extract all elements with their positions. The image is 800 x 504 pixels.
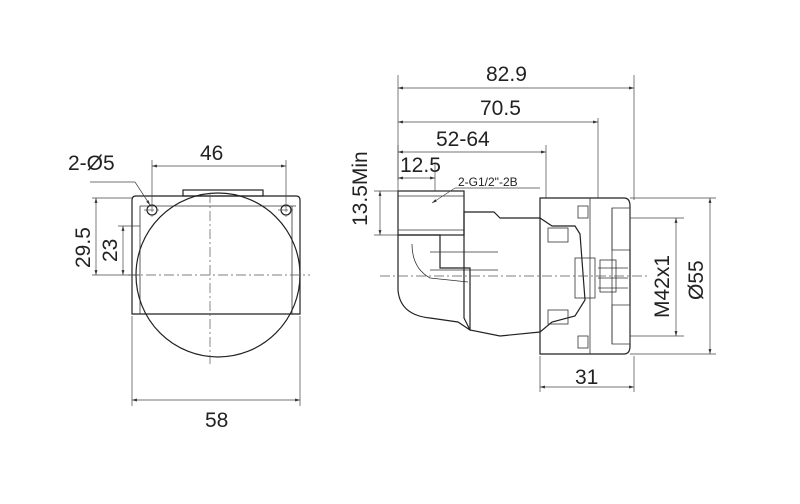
dim-thread-offset: 12.5 [400, 154, 441, 177]
thread-callout: 2-G1/2"-2B [458, 175, 518, 189]
hole-callout: 2-Ø5 [68, 152, 115, 175]
front-view: 46 2-Ø5 29.5 23 58 [68, 142, 310, 432]
dim-overall-length: 82.9 [486, 63, 527, 86]
dim-min-thread-length: 13.5Min [349, 151, 372, 226]
dim-hole-spacing: 46 [200, 142, 223, 165]
dim-overall-height: 29.5 [72, 227, 95, 268]
dim-center-height: 23 [99, 239, 122, 262]
side-view: 82.9 70.5 52-64 12.5 2-G1/2"-2B 13.5Min … [349, 63, 716, 392]
elbow-body [397, 234, 471, 332]
threaded-inlet [397, 190, 465, 236]
top-tab [182, 189, 264, 197]
front-nut [539, 197, 631, 355]
dim-length-to-flange: 70.5 [480, 97, 521, 120]
cartridge-body [463, 211, 586, 337]
dim-adjustable-range: 52-64 [436, 128, 490, 151]
dim-nut-thread: M42x1 [651, 255, 674, 318]
dim-nut-length: 31 [575, 366, 598, 389]
dim-nut-diameter: Ø55 [685, 260, 708, 300]
dim-overall-width: 58 [205, 409, 228, 432]
mounting-plate [131, 195, 301, 315]
